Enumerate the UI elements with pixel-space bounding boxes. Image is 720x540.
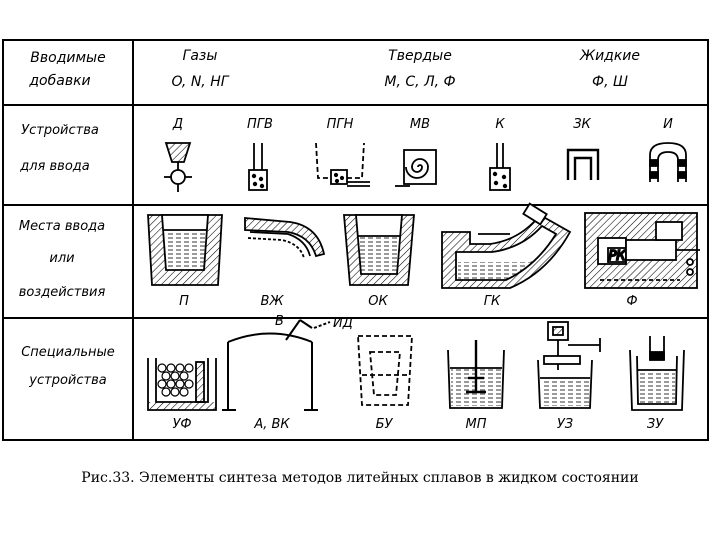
place-p-drawing (147, 214, 223, 286)
header-label-line2: добавки (28, 73, 90, 89)
group-items-gases: O, N, НГ (171, 74, 229, 90)
special-zu-drawing (629, 336, 685, 411)
row3-label-line2: устройства (28, 373, 106, 388)
row2-label-line3: воздействия (19, 285, 106, 300)
table-grid (2, 39, 709, 441)
row1-label-line1: Устройства (21, 123, 99, 138)
group-items-liquids: Ф, Ш (592, 74, 628, 90)
special-label-mp: МП (466, 417, 487, 432)
device-label-mv: МВ (410, 117, 430, 132)
place-label-vzh: ВЖ (261, 294, 285, 309)
annotation-v: В (275, 314, 284, 329)
group-title-gases: Газы (183, 48, 218, 64)
figure-caption: Рис.33. Элементы синтеза методов литейны… (81, 470, 639, 486)
place-f-drawing: РК (584, 212, 700, 289)
header-label-line1: Вводимые (30, 50, 105, 66)
special-label-zu: ЗУ (647, 417, 664, 432)
special-uz-drawing (537, 321, 601, 409)
device-label-i: И (663, 117, 673, 132)
place-vzh-drawing (244, 217, 326, 259)
device-zk-drawing (566, 148, 600, 180)
special-label-uz: УЗ (557, 417, 573, 432)
device-label-pgn: ПГН (327, 117, 354, 132)
group-title-liquids: Жидкие (579, 48, 640, 64)
row2-label-line2: или (49, 251, 74, 266)
casting-elements-diagram: Вводимые добавки Газы O, N, НГ Твердые М… (2, 39, 709, 441)
device-d-drawing (164, 142, 192, 192)
special-label-bu: БУ (376, 417, 394, 432)
special-a-vk-drawing: В ИД (222, 314, 353, 411)
place-label-gk: ГК (484, 294, 501, 309)
place-label-f: Ф (626, 294, 637, 309)
row2-label-line1: Места ввода (19, 219, 105, 234)
special-label-uf: УФ (172, 417, 191, 432)
place-inner-label-rk: РК (608, 249, 626, 264)
row1-label-line2: для ввода (19, 159, 90, 174)
device-label-pgv: ПГВ (247, 117, 273, 132)
annotation-id: ИД (333, 316, 353, 331)
special-mp-drawing (447, 340, 505, 409)
special-uf-drawing (147, 358, 217, 411)
device-pgn-drawing (315, 142, 370, 187)
device-mv-drawing (395, 149, 437, 187)
special-bu-drawing (357, 335, 413, 406)
device-label-d: Д (172, 117, 183, 132)
place-gk-drawing (441, 202, 572, 289)
row3-label-line1: Специальные (21, 345, 115, 360)
place-label-ok: ОК (368, 294, 388, 309)
place-label-p: П (179, 294, 189, 309)
row-special-devices: Специальные устройства УФ А, ВК БУ МП УЗ… (21, 314, 685, 432)
place-ok-drawing (343, 214, 415, 286)
device-pgv-drawing (248, 143, 268, 191)
device-label-k: К (495, 117, 505, 132)
device-i-drawing (649, 142, 687, 182)
header-row: Вводимые добавки Газы O, N, НГ Твердые М… (28, 48, 640, 90)
group-title-solids: Твердые (388, 48, 452, 64)
group-items-solids: М, С, Л, Ф (384, 74, 455, 90)
device-label-zk: ЗК (573, 117, 591, 132)
device-k-drawing (489, 143, 511, 191)
special-label-a-vk: А, ВК (253, 417, 290, 432)
row-input-places: Места ввода или воздействия П ВЖ ОК ГК Ф (19, 202, 700, 309)
row-input-devices: Устройства для ввода Д ПГВ ПГН МВ К ЗК И (19, 117, 687, 192)
